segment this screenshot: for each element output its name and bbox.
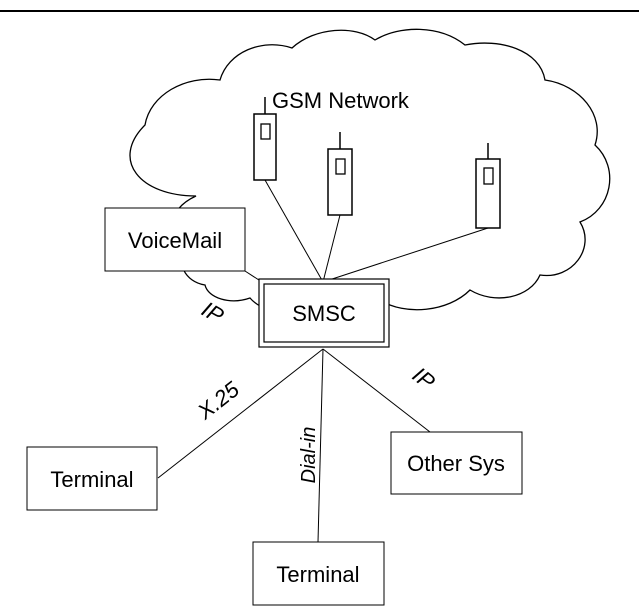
link-phone2-smsc [322,214,341,283]
terminal-bottom-box [252,541,385,606]
terminal-left-label: Terminal [50,467,133,492]
mobile-phone-icon [253,97,277,181]
ip-link-label-voicemail: IP [197,296,228,328]
link-phone1-smsc [264,179,324,283]
dial-in-link-label: Dial-in [298,427,320,484]
link-smsc-terminal-left [157,348,324,479]
terminal-left-box [26,446,158,511]
cloud-label: GSM Network [272,88,410,113]
smsc-node: SMSC [258,278,390,348]
link-phone3-smsc [322,227,489,283]
voicemail-label: VoiceMail [128,228,222,253]
smsc-label: SMSC [292,301,356,326]
x25-link-label: X.25 [192,376,244,425]
mobile-phone-icon [475,143,501,229]
gsm-network-cloud [129,28,611,316]
link-smsc-othersys [322,348,431,433]
ip-link-label-othersys: IP [408,362,440,395]
other-sys-label: Other Sys [407,451,505,476]
mobile-phone-icon [327,132,353,216]
terminal-bottom-label: Terminal [276,562,359,587]
other-sys-box [390,431,523,495]
voicemail-box [104,207,246,272]
link-smsc-terminal-bottom [317,348,324,543]
